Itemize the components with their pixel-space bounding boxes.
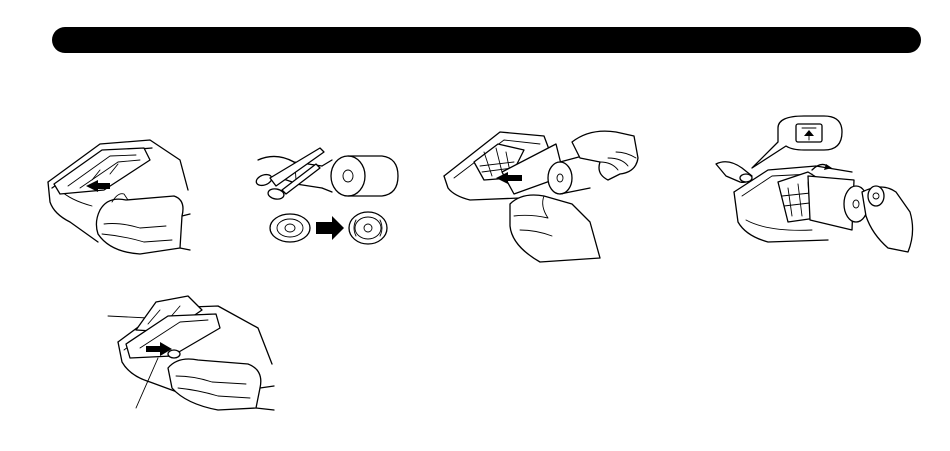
cut-paper-roll-illustration bbox=[250, 148, 400, 250]
replace-cover-illustration bbox=[108, 292, 276, 410]
remove-cover-illustration bbox=[40, 130, 190, 260]
insert-paper-illustration bbox=[440, 122, 640, 262]
paper-feed-illustration bbox=[712, 112, 918, 260]
paper-feed-key-icon bbox=[796, 124, 822, 142]
header-bar bbox=[52, 27, 921, 53]
